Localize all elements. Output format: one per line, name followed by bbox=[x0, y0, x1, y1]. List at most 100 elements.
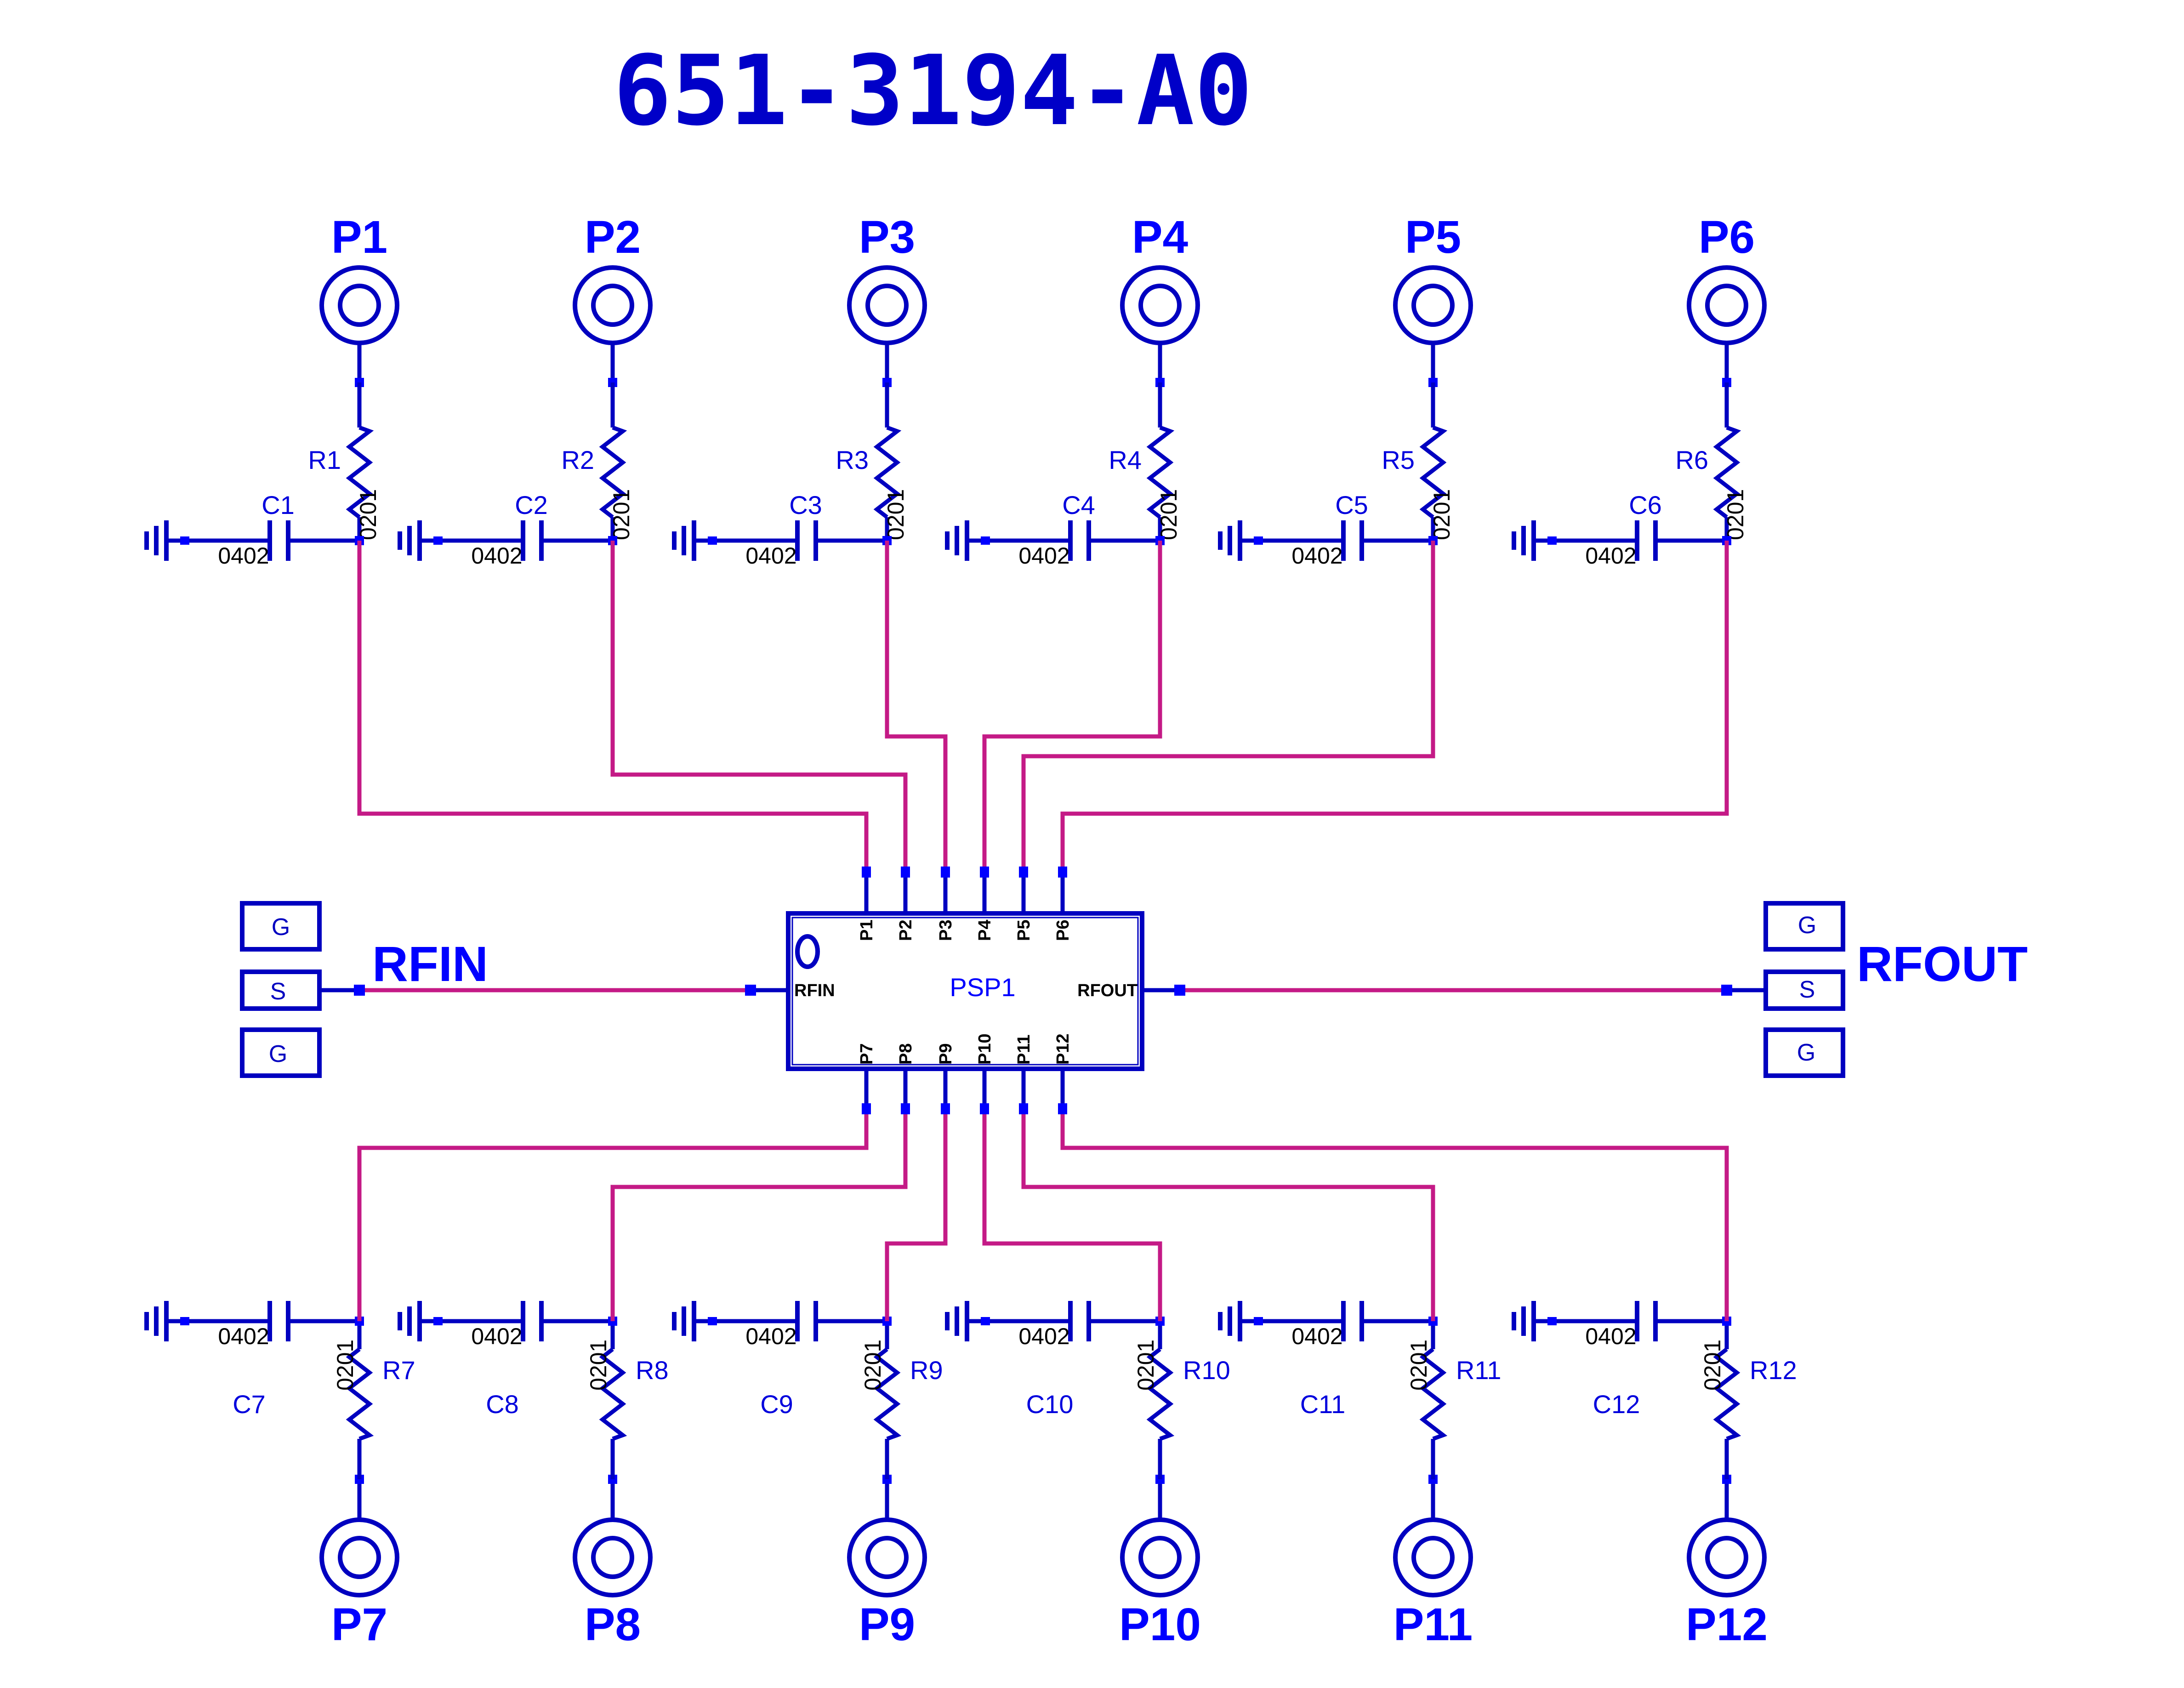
coax-port-inner-icon bbox=[338, 1536, 381, 1579]
port-label: P4 bbox=[1132, 211, 1189, 263]
chip-pin-label: P4 bbox=[975, 920, 995, 941]
capacitor-package: 0402 bbox=[471, 1323, 522, 1349]
port-label: P12 bbox=[1686, 1599, 1768, 1650]
resistor-package: 0201 bbox=[1700, 1340, 1725, 1391]
junction bbox=[1058, 867, 1067, 878]
junction bbox=[745, 985, 756, 996]
capacitor-ref: C7 bbox=[233, 1390, 266, 1419]
resistor-icon bbox=[599, 1347, 627, 1441]
junction bbox=[354, 985, 365, 996]
rfin-pad-g-top-label: G bbox=[272, 914, 290, 941]
chip-pin-label: P11 bbox=[1014, 1034, 1034, 1065]
resistor-package: 0201 bbox=[1429, 489, 1455, 540]
net-p3 bbox=[885, 541, 948, 872]
capacitor-ref: C11 bbox=[1300, 1390, 1346, 1419]
junction bbox=[941, 1103, 950, 1114]
coax-port-inner-icon bbox=[1705, 284, 1748, 327]
capacitor-ref: C12 bbox=[1593, 1390, 1640, 1419]
chip-pin-label: P2 bbox=[896, 920, 916, 941]
capacitor-package: 0402 bbox=[471, 543, 522, 569]
rfout-label: RFOUT bbox=[1857, 936, 2028, 992]
capacitor-ref: C2 bbox=[515, 490, 548, 519]
resistor-package: 0201 bbox=[332, 1340, 358, 1391]
rf-input-port[interactable]: G S G RFIN bbox=[240, 901, 788, 1078]
junction bbox=[901, 867, 910, 878]
resistor-ref: R12 bbox=[1750, 1356, 1797, 1385]
junction bbox=[1254, 1317, 1263, 1325]
chip-pin-label: P3 bbox=[936, 920, 956, 941]
rfout-pad-g-top bbox=[1763, 901, 1845, 952]
coax-port-icon bbox=[847, 265, 927, 345]
chip-pin-label: P6 bbox=[1053, 920, 1073, 941]
resistor-package: 0201 bbox=[860, 1340, 886, 1391]
junction bbox=[708, 1317, 717, 1325]
port-label: P10 bbox=[1119, 1599, 1201, 1650]
capacitor-package: 0402 bbox=[745, 543, 796, 569]
net-p11 bbox=[1021, 1109, 1435, 1321]
capacitor-ref: C5 bbox=[1335, 490, 1368, 519]
coax-port-inner-icon bbox=[591, 1536, 634, 1579]
junction bbox=[180, 1317, 189, 1325]
resistor-icon bbox=[873, 1347, 902, 1441]
capacitor-ref: C6 bbox=[1629, 490, 1662, 519]
chip-pin-label: P9 bbox=[936, 1044, 956, 1065]
junction bbox=[708, 536, 717, 545]
capacitor-package: 0402 bbox=[218, 543, 269, 569]
port-label: P5 bbox=[1405, 211, 1461, 263]
coax-port-icon bbox=[847, 1517, 927, 1597]
junction bbox=[433, 1317, 443, 1325]
resistor-ref: R1 bbox=[308, 445, 341, 474]
rfin-label: RFIN bbox=[372, 936, 488, 992]
capacitor-package: 0402 bbox=[1291, 543, 1342, 569]
junction bbox=[981, 536, 990, 545]
resistor-ref: R7 bbox=[382, 1356, 415, 1385]
resistor-package: 0201 bbox=[586, 1340, 611, 1391]
resistor-package: 0201 bbox=[1156, 489, 1182, 540]
net-p4 bbox=[982, 541, 1162, 872]
rf-output-port[interactable]: G S G RFOUT bbox=[1142, 901, 2028, 1078]
chip-pin-label: P7 bbox=[857, 1044, 876, 1065]
rfout-pad-g-bottom bbox=[1763, 1027, 1845, 1078]
capacitor-ref: C4 bbox=[1062, 490, 1095, 519]
resistor-ref: R3 bbox=[836, 445, 869, 474]
chip-pin-rfin: RFIN bbox=[794, 981, 835, 1000]
coax-port-inner-icon bbox=[1138, 1536, 1182, 1579]
coax-port-icon bbox=[319, 265, 399, 345]
junction bbox=[941, 867, 950, 878]
resistor-package: 0201 bbox=[883, 489, 909, 540]
coax-port-icon bbox=[1687, 1517, 1767, 1597]
net-p2 bbox=[610, 541, 908, 872]
coax-port-icon bbox=[1393, 265, 1473, 345]
coax-port-inner-icon bbox=[1705, 1536, 1748, 1579]
chip-pin-label: P10 bbox=[975, 1033, 995, 1065]
net-p10 bbox=[982, 1109, 1162, 1321]
coax-port-inner-icon bbox=[1411, 1536, 1455, 1579]
junction bbox=[862, 1103, 871, 1114]
resistor-ref: R9 bbox=[910, 1356, 943, 1385]
capacitor-package: 0402 bbox=[1585, 1323, 1636, 1349]
capacitor-package: 0402 bbox=[1585, 543, 1636, 569]
junction bbox=[1547, 536, 1557, 545]
rfout-pad-g-top-label: G bbox=[1798, 912, 1816, 939]
capacitor-ref: C9 bbox=[760, 1390, 793, 1419]
rfin-pad-g-bottom-label: G bbox=[269, 1041, 287, 1067]
capacitor-ref: C3 bbox=[789, 490, 822, 519]
chip-pin-label: P8 bbox=[896, 1044, 916, 1065]
net-p8 bbox=[610, 1109, 908, 1321]
